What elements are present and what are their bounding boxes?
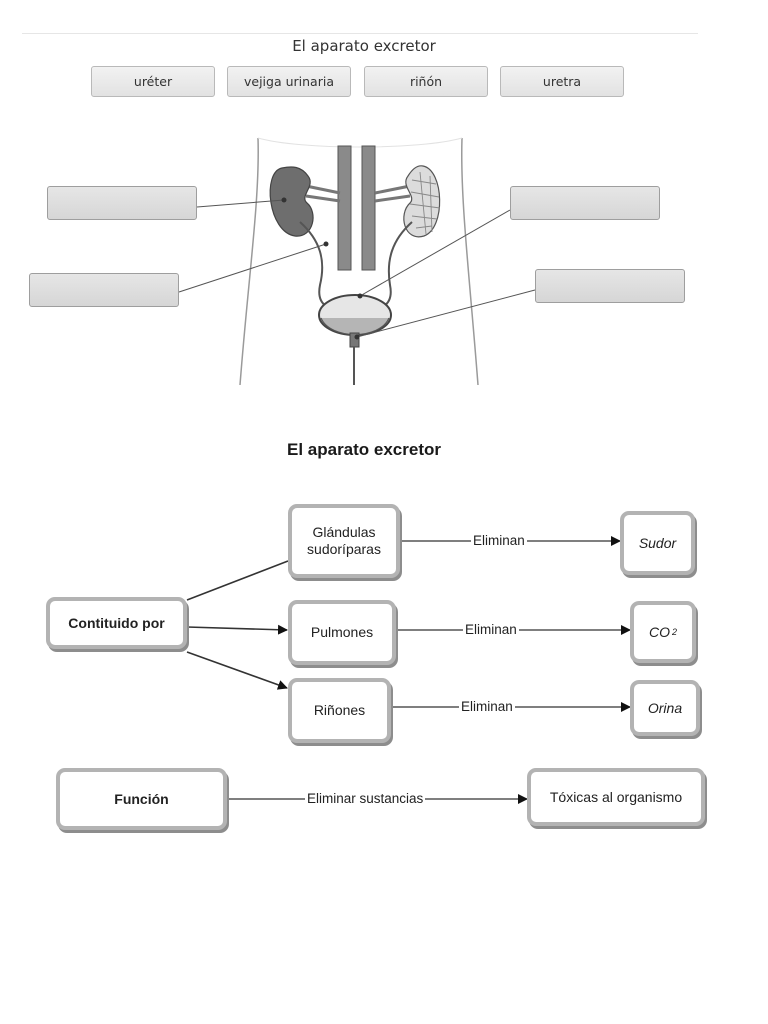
word-ureter-button[interactable]: uréter: [91, 66, 215, 97]
label-slot-ureter[interactable]: [29, 273, 179, 307]
product-node-orina: Orina: [630, 680, 700, 736]
organ-node-glandulas: Glándulas sudoríparas: [288, 504, 400, 578]
product-node-sudor: Sudor: [620, 511, 695, 575]
label-slot-kidney[interactable]: [47, 186, 197, 220]
connector-label: Eliminan: [463, 622, 519, 638]
worksheet-title: El aparato excretor: [292, 37, 436, 55]
organ-node-rinones: Riñones: [288, 678, 391, 743]
function-connector-label: Eliminar sustancias: [305, 791, 426, 807]
word-uretra-button[interactable]: uretra: [500, 66, 624, 97]
function-node: Función: [56, 768, 227, 830]
root-node: Contituido por: [46, 597, 187, 649]
co2-text: CO: [648, 623, 670, 640]
word-rinon-button[interactable]: riñón: [364, 66, 488, 97]
connector-label: Eliminan: [459, 699, 515, 715]
connector-label: Eliminan: [471, 533, 527, 549]
top-divider: [22, 33, 698, 34]
concept-map-title: El aparato excretor: [286, 440, 441, 459]
product-node-co2: CO 2: [630, 601, 696, 663]
label-slot-urethra[interactable]: [535, 269, 685, 303]
label-slot-bladder[interactable]: [510, 186, 660, 220]
word-vejiga-button[interactable]: vejiga urinaria: [227, 66, 351, 97]
co2-subscript: 2: [671, 626, 677, 637]
organ-node-pulmones: Pulmones: [288, 600, 396, 665]
function-result-node: Tóxicas al organismo: [527, 768, 705, 826]
excretory-system-illustration: [178, 137, 536, 386]
